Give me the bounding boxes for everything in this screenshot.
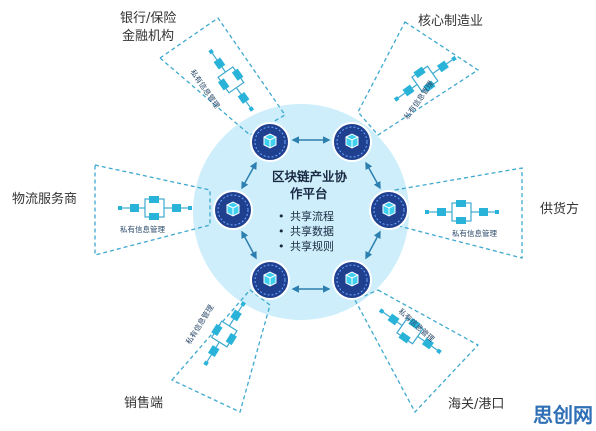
node-bottom-left — [250, 260, 290, 300]
node-top-right — [332, 122, 372, 162]
private-label-logistics: 私有信息管理 — [120, 224, 165, 234]
arrow-upper-left — [241, 161, 257, 190]
node-left — [213, 190, 253, 230]
arrow-lower-left — [241, 230, 257, 260]
node-top-left — [250, 122, 290, 162]
private-label-manufacturing: 私有信息管理 — [401, 78, 435, 121]
hub-bullet-bullet-3: • — [278, 240, 285, 253]
funnel-supplier — [394, 167, 523, 259]
hub-bullet-3: 共享规则 — [290, 239, 334, 253]
funnel-bank — [158, 17, 286, 136]
hub-title-line2: 作平台 — [290, 186, 328, 201]
chain-supplier — [424, 199, 500, 225]
hub-bullet-bullet-1: • — [278, 210, 285, 223]
hub-title-line1: 区块链产业协 — [272, 169, 348, 184]
private-label-bank: 私有信息管理 — [188, 67, 222, 110]
label-bank-line1: 银行/保险 — [120, 11, 176, 26]
chain-port — [372, 299, 449, 363]
node-right — [369, 190, 409, 230]
chain-manufacturing — [387, 47, 464, 111]
funnel-manufacturing — [357, 21, 480, 136]
chain-bank — [199, 42, 263, 119]
label-logistics: 物流服务商 — [12, 191, 77, 207]
funnel-sales — [170, 289, 271, 413]
arrow-upper-right — [365, 161, 381, 190]
arrow-lower-right — [365, 230, 381, 260]
hub-bullet-2: 共享数据 — [290, 224, 334, 238]
label-supplier: 供货方 — [540, 201, 579, 217]
watermark-logo: 思创网 — [533, 403, 593, 427]
hub-bullet-1: 共享流程 — [290, 209, 334, 223]
label-port: 海关/港口 — [448, 397, 504, 412]
node-bottom-right — [332, 260, 372, 300]
funnel-logistics — [94, 164, 211, 256]
hub-bullet-bullet-2: • — [278, 225, 285, 238]
label-bank-line2: 金融机构 — [122, 28, 174, 44]
funnel-port — [354, 289, 480, 414]
private-label-supplier: 私有信息管理 — [452, 228, 497, 238]
chain-sales — [194, 295, 255, 372]
label-sales: 销售端 — [124, 395, 163, 411]
private-label-sales: 私有信息管理 — [183, 302, 216, 346]
chain-logistics — [117, 195, 193, 221]
label-manufacturing: 核心制造业 — [418, 14, 483, 29]
